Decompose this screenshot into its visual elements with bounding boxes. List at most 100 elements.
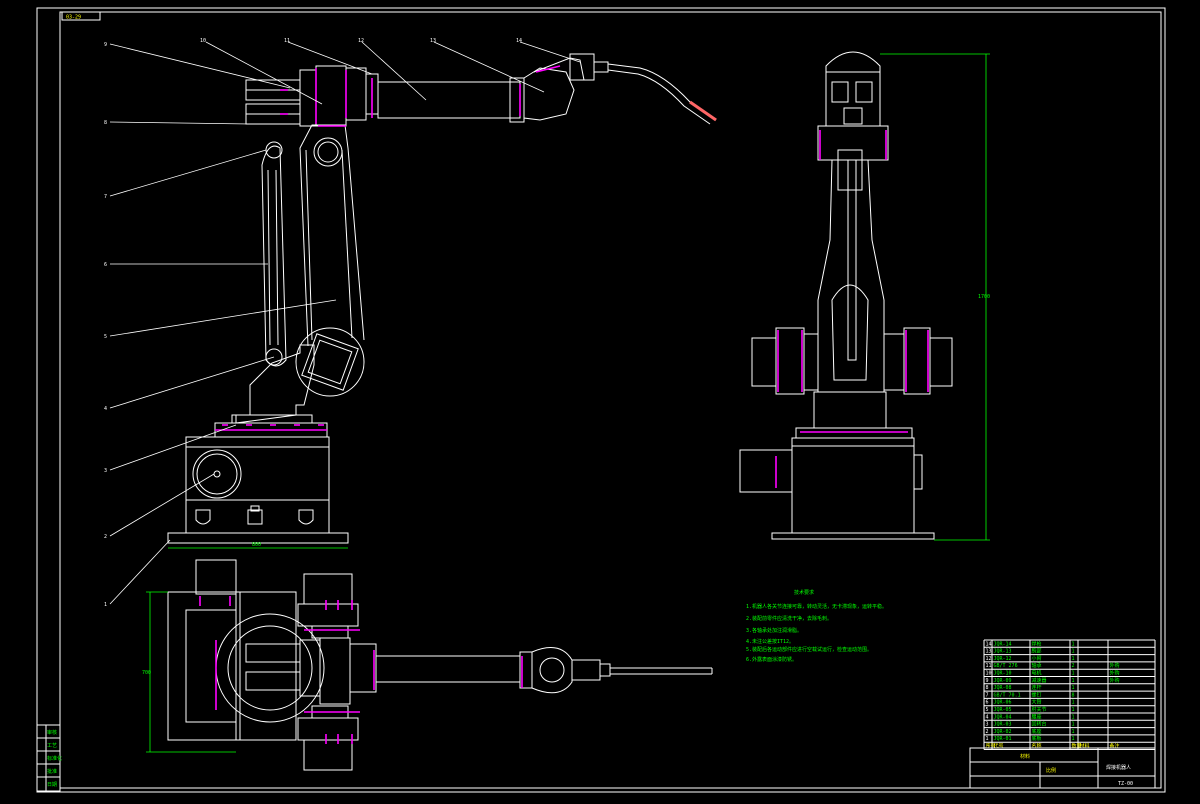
bom-cell: 1 xyxy=(1072,671,1075,677)
balloon-3: 3 xyxy=(104,468,107,474)
bom-cell: 14 xyxy=(986,641,992,647)
balloon-12: 12 xyxy=(358,38,364,44)
notes-line-5: 5.装配后各运动部件应进行空载试运行，检查运动范围。 xyxy=(746,646,872,653)
balloon-11: 11 xyxy=(284,38,290,44)
bom-cell: JQR-08 xyxy=(994,685,1012,691)
front-elbow-joint xyxy=(313,137,343,167)
side-view: 1700 xyxy=(739,51,990,541)
top-bolts xyxy=(199,596,523,744)
bom-cell: 5 xyxy=(986,707,989,713)
bom-cell: JQR-13 xyxy=(994,649,1012,655)
top-forearm xyxy=(375,655,521,683)
bom-cell: 4 xyxy=(986,714,989,720)
bom-cell: 螺钉 xyxy=(1032,691,1042,698)
front-waist xyxy=(235,344,315,424)
bom-cell: 大臂 xyxy=(1032,699,1042,706)
front-upper-arm xyxy=(299,124,365,347)
bom-cell: JQR-14 xyxy=(994,641,1012,647)
top-view: 700 xyxy=(142,559,713,771)
bom-cell: GB/T 276 xyxy=(994,663,1018,669)
side-elbow-housing xyxy=(817,125,889,161)
bom-cell: 1 xyxy=(1072,722,1075,728)
bom-cell: JQR-04 xyxy=(994,714,1012,720)
bom-cell: JQR-05 xyxy=(994,707,1012,713)
top-shoulder-motor-top xyxy=(303,573,353,605)
bom-cell: JQR-06 xyxy=(994,700,1012,706)
bom-cell: 13 xyxy=(986,649,992,655)
stamp-1: 审核 xyxy=(47,729,57,736)
bom-cell: 12 xyxy=(986,656,992,662)
balloon-14: 14 xyxy=(516,38,522,44)
bom-cell: JQR-09 xyxy=(994,678,1012,684)
side-stamp: 审核 工艺 标准化 批准 日期 xyxy=(36,724,62,792)
balloon-13: 13 xyxy=(430,38,436,44)
balloon-1: 1 xyxy=(104,602,107,608)
front-view: 800 xyxy=(167,53,717,549)
bom-cell: 1 xyxy=(1072,656,1075,662)
bom-cell: 1 xyxy=(1072,714,1075,720)
top-wrist xyxy=(531,647,573,694)
bom-cell: 腰座 xyxy=(1032,713,1042,720)
bom-cell: 外购 xyxy=(1110,662,1120,669)
notes-line-6: 6.外露表面涂漆防锈。 xyxy=(746,656,797,663)
bom-cell: 减速器 xyxy=(1032,677,1047,684)
notes-line-4: 4.未注公差按IT12。 xyxy=(746,638,794,645)
front-bolts xyxy=(222,65,561,426)
balloon-labels: 1 2 3 4 5 6 7 8 9 10 11 12 13 14 xyxy=(104,38,522,608)
bom-cell: JQR-02 xyxy=(994,729,1012,735)
bom-cell: 底板 xyxy=(1032,735,1042,742)
bom-cell: JQR-12 xyxy=(994,656,1012,662)
bom-header: 名称 xyxy=(1032,743,1042,750)
bom-cell: 10 xyxy=(986,671,992,677)
top-shoulder-motor-bottom xyxy=(303,739,353,771)
stamp-3: 标准化 xyxy=(47,755,62,762)
top-height-dim: 700 xyxy=(142,670,151,676)
bom-cell: 电机 xyxy=(1032,670,1042,677)
side-bolts xyxy=(775,130,929,488)
bom-cell: JQR-01 xyxy=(994,736,1012,742)
bom-cell: JQR-03 xyxy=(994,722,1012,728)
balloon-4: 4 xyxy=(104,406,107,412)
bom-cell: 3 xyxy=(986,722,989,728)
notes-line-3: 3.各轴承处加注润滑脂。 xyxy=(746,627,802,634)
scale-label: 比例 xyxy=(1046,767,1056,774)
bom-cell: 1 xyxy=(1072,700,1075,706)
bom-cell: 连杆 xyxy=(1032,684,1042,691)
bom-cell: 2 xyxy=(986,729,989,735)
sheet-code: 03-29 xyxy=(66,15,81,21)
notes-line-1: 1.机器人各关节连接可靠，转动灵活，无卡滞现象，运转平稳。 xyxy=(746,603,887,610)
bom-header: 代号 xyxy=(994,743,1004,750)
balloon-6: 6 xyxy=(104,262,107,268)
stamp-2: 工艺 xyxy=(47,743,57,749)
balloon-9: 9 xyxy=(104,42,107,48)
material-label: 材料 xyxy=(1020,753,1030,760)
front-width-dim: 800 xyxy=(252,542,261,548)
bom-cell: 轴承 xyxy=(1032,662,1042,669)
bom-cell: GB/T 70.1 xyxy=(994,692,1021,698)
title-block: 焊接机器人 TZ-00 比例 材料 xyxy=(969,747,1156,789)
bom-cell: 8 xyxy=(1072,692,1075,698)
bom-cell: 小臂 xyxy=(1032,655,1042,662)
balloon-8: 8 xyxy=(104,120,107,126)
drawing-number: TZ-00 xyxy=(1118,781,1133,787)
bom-header: 数量 xyxy=(1072,743,1082,750)
front-wrist xyxy=(523,67,575,121)
bom-cell: 1 xyxy=(1072,649,1075,655)
balloon-7: 7 xyxy=(104,194,107,200)
inner-border xyxy=(59,11,1162,789)
notes-title: 技术要求 xyxy=(794,589,814,596)
bom-cell: 11 xyxy=(986,663,992,669)
bom-cell: 外购 xyxy=(1110,677,1120,684)
side-upper-arm xyxy=(817,159,885,393)
sheet-code-box xyxy=(61,11,101,21)
bom-cell: 回转台 xyxy=(1032,721,1047,728)
outer-border xyxy=(36,7,1166,793)
bom-cell: 1 xyxy=(1072,729,1075,735)
bom-cell: 腕部 xyxy=(1032,648,1042,655)
front-base-motor xyxy=(192,449,242,499)
front-torch-holder xyxy=(569,53,595,81)
front-forearm xyxy=(377,81,521,119)
bom-cell: 1 xyxy=(1072,685,1075,691)
bom-cell: 8 xyxy=(986,685,989,691)
bom-cell: 1 xyxy=(986,736,989,742)
